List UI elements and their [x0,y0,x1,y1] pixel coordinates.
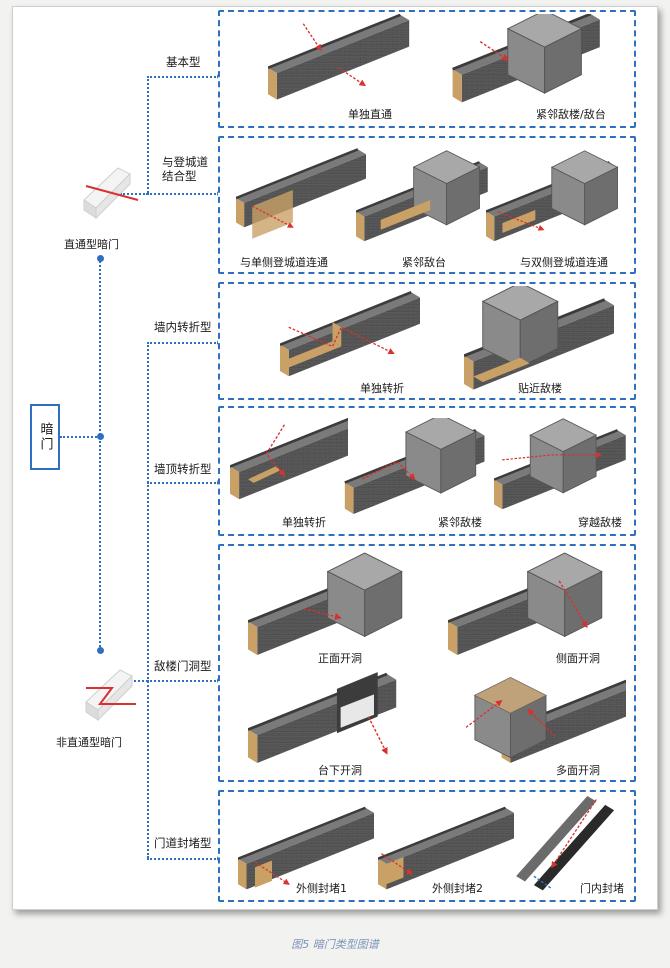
illustration-block-inner [516,796,615,891]
illustration-tower-multi [466,676,626,764]
branch-line [147,76,219,78]
branch-line [147,342,219,344]
illustration-tower-side [448,552,603,656]
illustration-inwall-tower [464,286,614,390]
root-branch-line [60,436,100,438]
item-label: 外侧封堵1 [296,882,347,895]
illustration-basic-straight [268,14,411,101]
branch-line [147,858,219,860]
illustration-stair-single [236,148,366,239]
branch-line [120,193,148,195]
straight-passage-icon [83,167,139,220]
branch-line [147,342,149,858]
illustration-block-outer1 [238,806,374,891]
illustration-walltop-single [230,412,348,501]
branch-line [122,680,148,682]
item-label: 多面开洞 [556,764,600,777]
illustration-basic-tower [452,14,602,104]
item-label: 紧邻敌楼/敌台 [536,108,606,121]
node-dot [96,646,104,654]
item-label: 外侧封堵2 [432,882,483,895]
illustration-tower-front [248,552,403,656]
category-label-inwall-turn: 墙内转折型 [152,320,214,334]
illustration-walltop-through [494,418,628,511]
branch-line [147,76,149,193]
category-label-gate-blocking: 门道封堵型 [152,836,214,850]
illustration-stair-double [486,150,619,243]
root-label: 暗门 [37,422,53,452]
item-label: 正面开洞 [318,652,362,665]
item-label: 贴近敌楼 [518,382,562,395]
item-label: 与双侧登城道连通 [520,256,608,269]
root-node: 暗门 [30,404,60,470]
illustration-tower-below [248,672,398,764]
category-label-tower-opening: 敌楼门洞型 [152,659,214,673]
root-trunk-line [99,258,101,650]
branch-line [147,193,219,195]
item-label: 穿越敌楼 [578,516,622,529]
node-dot [96,432,104,440]
item-label: 紧邻敌台 [402,256,446,269]
figure-caption: 图5 暗门类型图谱 [291,938,379,951]
branch-line [147,680,219,682]
category-label-basic: 基本型 [164,55,203,69]
type-label-straight: 直通型暗门 [64,238,119,251]
item-label: 门内封堵 [580,882,624,895]
item-label: 单独转折 [360,382,404,395]
illustration-walltop-tower [344,418,486,514]
branch-line [147,482,219,484]
non-straight-passage-icon [85,669,136,722]
item-label: 台下开洞 [318,764,362,777]
type-label-non-straight: 非直通型暗门 [56,736,122,749]
category-label-stair-combined: 与登城道 结合型 [160,155,212,183]
illustration-inwall-single [280,290,420,378]
illustration-block-outer2 [378,806,514,891]
category-label-walltop-turn: 墙顶转折型 [152,462,214,476]
item-label: 紧邻敌楼 [438,516,482,529]
illustration-stair-tower [356,150,490,243]
item-label: 单独转折 [282,516,326,529]
item-label: 单独直通 [348,108,392,121]
item-label: 与单侧登城道连通 [240,256,328,269]
node-dot [96,254,104,262]
item-label: 侧面开洞 [556,652,600,665]
